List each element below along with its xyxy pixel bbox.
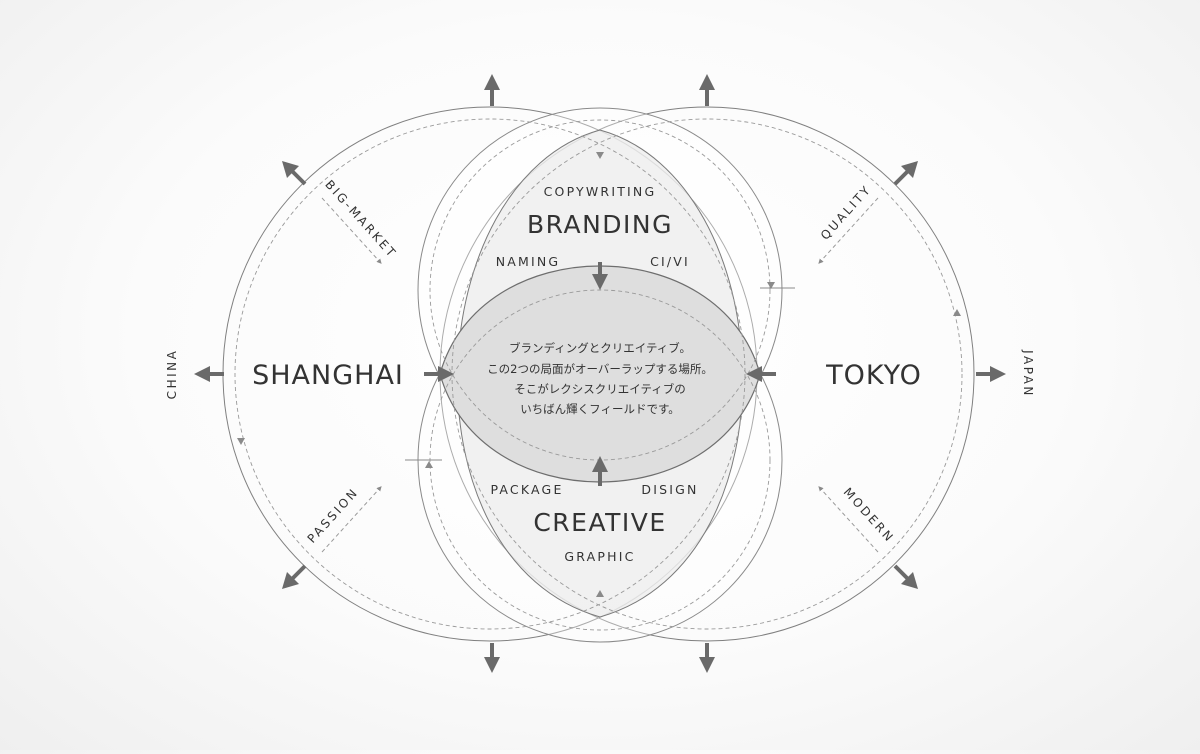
triangle-marker-orbit-right xyxy=(953,309,961,316)
package-label: PACKAGE xyxy=(490,482,563,497)
arrow-left-china xyxy=(194,366,224,382)
center-text-line-4: いちばん輝くフィールドです。 xyxy=(520,402,680,416)
big-market-dashed-arrow xyxy=(321,197,382,264)
shanghai-label: SHANGHAI xyxy=(252,360,404,391)
center-text-line-1: ブランディングとクリエイティブ。 xyxy=(509,341,691,355)
center-text-line-2: この2つの局面がオーバーラップする場所。 xyxy=(487,362,713,376)
disign-label: DISIGN xyxy=(641,482,698,497)
shanghai-dashed-orbit xyxy=(234,118,746,630)
arrow-right-japan xyxy=(976,366,1006,382)
arrow-diag-lower-left xyxy=(282,564,307,589)
tokyo-label: TOKYO xyxy=(825,360,922,391)
branding-title: BRANDING xyxy=(527,210,673,239)
japan-label: JAPAN xyxy=(1021,349,1035,398)
quality-dashed-arrow xyxy=(818,197,879,264)
triangle-marker-orbit-left xyxy=(237,438,245,445)
naming-label: NAMING xyxy=(496,254,561,269)
arrow-in-from-bottom xyxy=(592,456,608,486)
center-text-line-3: そこがレクシスクリエイティブの xyxy=(514,382,686,396)
passion-dashed-arrow xyxy=(321,486,382,553)
modern-dashed-arrow xyxy=(818,486,879,553)
arrow-up-left xyxy=(484,74,500,106)
arrow-in-from-left xyxy=(424,366,454,382)
arrow-diag-lower-right xyxy=(893,564,918,589)
arrow-in-from-right xyxy=(746,366,776,382)
arrow-in-from-top xyxy=(592,262,608,290)
triangle-marker-right xyxy=(767,282,775,289)
copywriting-label: COPYWRITING xyxy=(544,184,657,199)
arrow-diag-upper-left xyxy=(282,161,307,186)
modern-label: MODERN xyxy=(841,485,898,546)
quality-label: QUALITY xyxy=(818,182,874,243)
graphic-label: GRAPHIC xyxy=(564,549,635,564)
arrow-up-right xyxy=(699,74,715,106)
triangle-marker-bottom xyxy=(596,590,604,597)
triangle-marker-left xyxy=(425,461,433,468)
big-market-label: BIG-MARKET xyxy=(322,177,399,261)
arrow-down-left xyxy=(484,643,500,673)
creative-title: CREATIVE xyxy=(533,508,666,537)
arrow-diag-upper-right xyxy=(893,161,918,186)
triangle-marker-top xyxy=(596,152,604,159)
china-label: CHINA xyxy=(165,349,179,400)
arrow-down-right xyxy=(699,643,715,673)
ci-vi-label: CI/VI xyxy=(650,254,690,269)
passion-label: PASSION xyxy=(305,485,362,546)
